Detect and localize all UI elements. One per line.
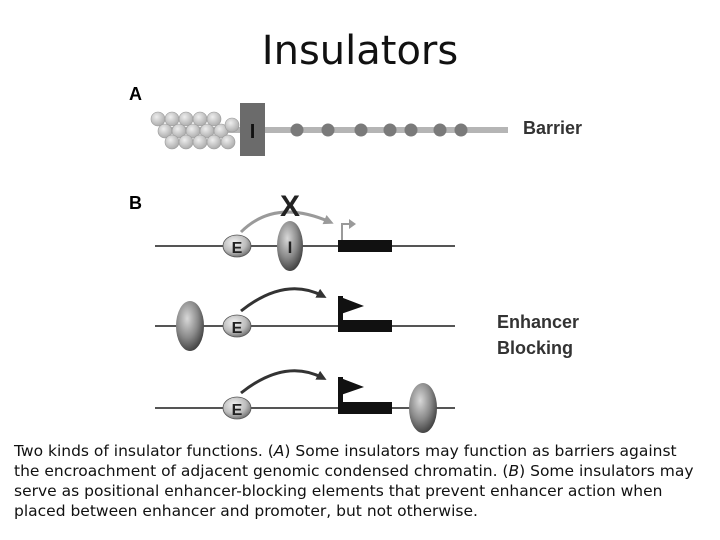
enhancer-oval [222,314,252,338]
activation-arrow [240,369,327,395]
panel-b-label: B [129,193,142,213]
row-insulator-between: X E I [155,190,455,271]
enhancer-blocking-label-line2: Blocking [497,338,573,358]
insulator-oval [409,383,437,433]
row-insulator-upstream: E [155,287,455,351]
gene-block [338,402,392,414]
slide-title: Insulators [261,28,459,74]
blocked-activation-arrow [239,210,334,234]
enhancer-blocking-label-line1: Enhancer [497,312,579,332]
gene-block [338,240,392,252]
enhancer-letter: E [232,402,243,419]
caption-line-2: the encroachment of adjacent genomic con… [14,462,694,480]
enhancer-oval [222,234,252,258]
insulator-diagram: A I Barrier B X [129,84,582,433]
inactive-promoter-flag [341,223,352,240]
caption-line-1: Two kinds of insulator functions. (A) So… [14,442,677,460]
promoter-flag [338,296,364,315]
caption-line-3: serve as positional enhancer-blocking el… [14,482,663,500]
gene-block [338,320,392,332]
enhancer-letter: E [232,320,243,337]
insulator-letter: I [250,121,256,143]
insulator-oval [277,221,303,271]
blocked-mark: X [280,190,300,223]
caption-line-4: placed between enhancer and promoter, bu… [14,502,478,520]
row-insulator-downstream: E [155,369,455,433]
figure-caption: Two kinds of insulator functions. (A) So… [14,441,714,521]
open-chromatin-nucleosomes [290,123,468,137]
enhancer-letter: E [232,240,243,257]
enhancer-oval [222,396,252,420]
panel-a-label: A [129,84,142,104]
promoter-flag [338,377,364,396]
insulator-barrier-box [240,103,265,156]
condensed-chromatin-cluster [150,111,240,150]
barrier-label: Barrier [523,118,582,138]
activation-arrow [240,287,327,313]
insulator-letter: I [288,238,293,257]
insulator-oval [176,301,204,351]
